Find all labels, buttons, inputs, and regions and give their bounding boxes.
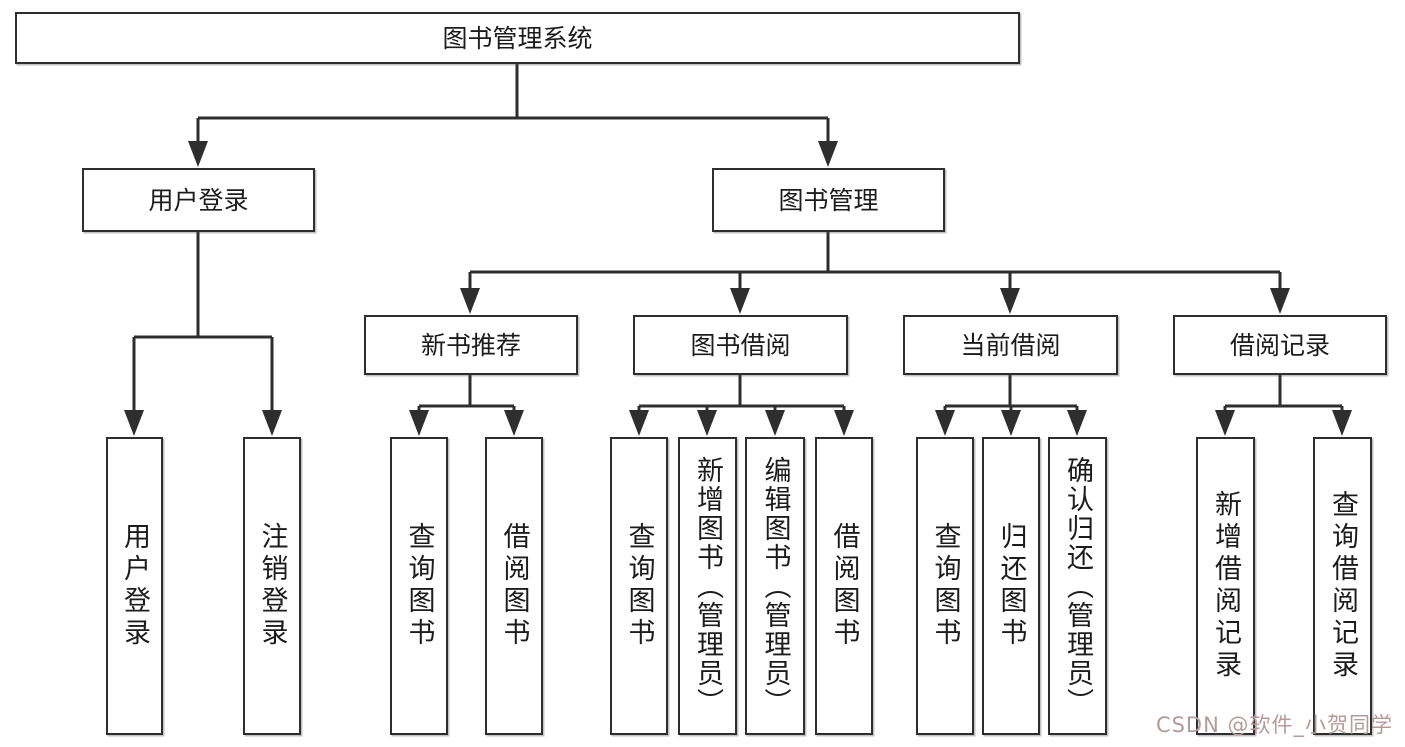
node-book-management: 图书管理: [712, 168, 945, 232]
leaf-borrow-books-recommend: 借阅图书: [485, 437, 543, 735]
leaf-return-books: 归还图书: [982, 437, 1040, 735]
leaf-confirm-return-admin: 确认归还（管理员）: [1048, 437, 1107, 735]
leaf-borrow-books: 借阅图书: [815, 437, 873, 735]
node-root-system: 图书管理系统: [15, 12, 1020, 64]
leaf-query-borrow-record: 查询借阅记录: [1313, 437, 1372, 735]
leaf-add-borrow-record: 新增借阅记录: [1196, 437, 1255, 735]
node-book-borrow: 图书借阅: [633, 315, 848, 375]
node-new-book-recommend: 新书推荐: [364, 315, 578, 375]
arrowhead-icons: [124, 141, 1352, 436]
leaf-query-books-recommend: 查询图书: [390, 437, 448, 735]
leaf-query-books-current: 查询图书: [916, 437, 974, 735]
leaf-user-login: 用户登录: [106, 437, 163, 735]
node-borrow-records: 借阅记录: [1173, 315, 1387, 375]
leaf-logout: 注销登录: [243, 437, 301, 735]
csdn-watermark: CSDN @软件_小贺同学: [1155, 713, 1393, 737]
leaf-edit-books-admin: 编辑图书（管理员）: [745, 437, 805, 735]
leaf-add-books-admin: 新增图书（管理员）: [678, 437, 737, 735]
node-current-borrow: 当前借阅: [903, 315, 1118, 375]
leaf-query-books-borrow: 查询图书: [610, 437, 668, 735]
node-user-login: 用户登录: [82, 168, 315, 232]
